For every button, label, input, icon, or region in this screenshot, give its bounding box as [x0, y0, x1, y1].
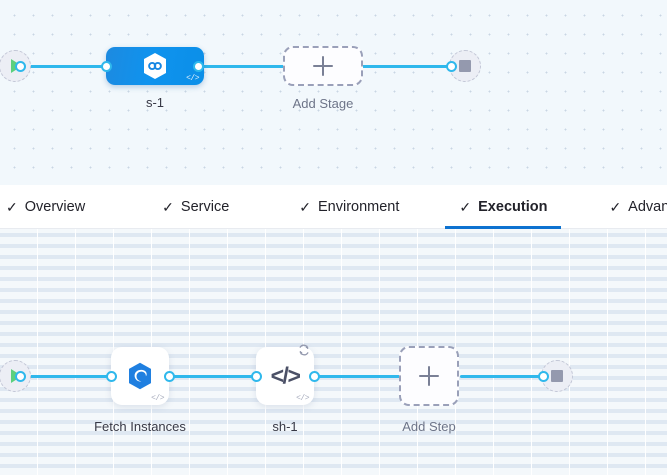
tab-overview[interactable]: ✓ Overview	[0, 185, 95, 229]
check-icon: ✓	[459, 198, 472, 215]
add-step-button[interactable]	[399, 346, 459, 406]
code-icon: </>	[151, 394, 164, 403]
stage-start-port[interactable]	[15, 61, 26, 72]
execution-steps-canvas[interactable]: </> Fetch Instances </> </>	[0, 229, 667, 475]
tab-label: Service	[180, 198, 230, 215]
add-stage-button[interactable]	[283, 46, 363, 86]
connector-add-to-end	[460, 375, 550, 378]
stop-icon	[551, 370, 563, 382]
step-node-fetch-instances[interactable]: </>	[111, 347, 169, 405]
connector-step1-to-step2	[170, 375, 256, 378]
shell-script-code-icon: </>	[270, 362, 301, 389]
connector-start-to-step1	[22, 375, 112, 378]
tab-advanced[interactable]: ✓ Advanced	[599, 185, 667, 229]
check-icon: ✓	[162, 198, 174, 215]
stop-icon	[459, 60, 471, 72]
code-icon: </>	[296, 394, 309, 403]
add-step-label: Add Step	[402, 419, 456, 434]
tab-execution[interactable]: ✓ Execution	[445, 185, 562, 229]
tab-environment[interactable]: ✓ Environment	[289, 185, 409, 229]
code-icon: </>	[186, 74, 199, 83]
step-start-port[interactable]	[15, 371, 26, 382]
step1-output-port[interactable]	[164, 371, 175, 382]
step2-output-port[interactable]	[309, 371, 320, 382]
tab-label: Environment	[318, 198, 400, 215]
connector-add-to-end	[362, 65, 458, 68]
harness-hexagon-icon	[127, 362, 154, 391]
pipeline-stage-canvas[interactable]: </> s-1 Add Stage	[0, 0, 667, 185]
check-icon: ✓	[299, 198, 311, 215]
connector-step2-to-add	[315, 375, 400, 378]
tab-active-underline	[445, 225, 562, 229]
check-icon: ✓	[609, 198, 622, 215]
stage-node-output-port[interactable]	[193, 61, 204, 72]
step-node-label: sh-1	[272, 419, 298, 434]
stage-node-label: s-1	[145, 95, 165, 110]
stage-node-input-port[interactable]	[101, 61, 112, 72]
plus-icon	[419, 366, 439, 386]
hexagon-infinity-icon	[142, 52, 168, 80]
step-end-port[interactable]	[538, 371, 549, 382]
step1-input-port[interactable]	[106, 371, 117, 382]
connector-start-to-stage	[22, 65, 117, 68]
plus-icon	[313, 56, 333, 76]
tab-service[interactable]: ✓ Service	[152, 185, 239, 229]
step-node-label: Fetch Instances	[94, 419, 186, 434]
tab-label: Execution	[478, 198, 548, 215]
loop-strategy-icon[interactable]	[296, 342, 312, 358]
add-stage-label: Add Stage	[292, 96, 354, 111]
stage-node-s-1[interactable]: </>	[106, 47, 204, 85]
connector-stage-to-add	[198, 65, 288, 68]
step-node-sh-1[interactable]: </> </>	[256, 347, 314, 405]
step2-input-port[interactable]	[251, 371, 262, 382]
stage-config-tabs: ✓ Overview ✓ Service ✓ Environment ✓ Exe…	[0, 185, 667, 229]
tab-label: Overview	[24, 198, 86, 215]
tab-label: Advanced	[628, 198, 667, 215]
check-icon: ✓	[6, 198, 18, 215]
stage-end-port[interactable]	[446, 61, 457, 72]
